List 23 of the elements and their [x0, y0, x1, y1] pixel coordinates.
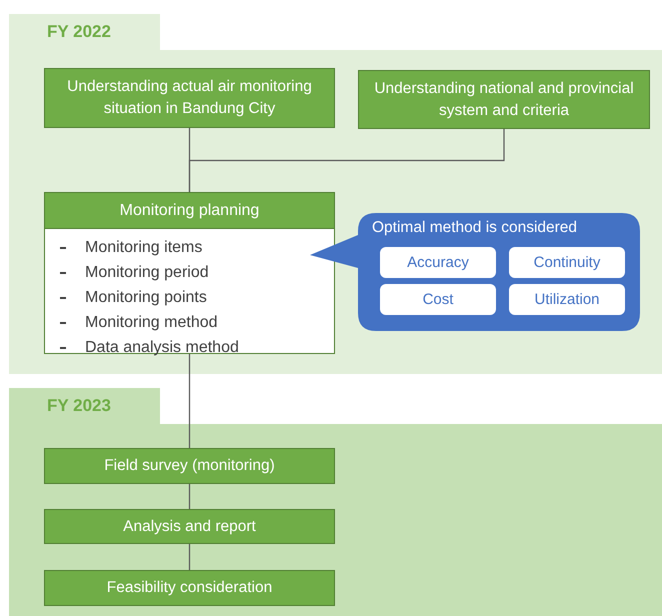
process-box: Analysis and report: [44, 509, 335, 544]
card-header: Monitoring planning: [45, 193, 334, 229]
process-box: Field survey (monitoring): [44, 448, 335, 484]
connector-line: [188, 354, 190, 448]
connector-line: [188, 129, 505, 192]
process-box: Understanding actual air monitoring situation in Bandung City: [44, 68, 335, 128]
planning-card: [44, 192, 335, 354]
process-box: Understanding national and provincial system and criteria: [358, 70, 650, 129]
list-item: Monitoring method: [85, 314, 218, 332]
year-label: FY 2022: [46, 21, 112, 43]
criterion-tag: Continuity: [509, 247, 625, 278]
connector-line: [188, 484, 190, 509]
list-item: Data analysis method: [85, 338, 239, 356]
list-item: Monitoring items: [85, 238, 202, 256]
criterion-tag: Utilization: [509, 284, 625, 315]
year-label: FY 2023: [46, 395, 112, 417]
criterion-tag: Accuracy: [380, 247, 496, 278]
list-item: Monitoring period: [85, 264, 209, 282]
list-item: Monitoring points: [85, 288, 207, 306]
callout-title: Optimal method is considered: [372, 219, 578, 237]
process-box: Feasibility consideration: [44, 570, 335, 606]
criterion-tag: Cost: [380, 284, 496, 315]
connector-line: [188, 544, 190, 570]
